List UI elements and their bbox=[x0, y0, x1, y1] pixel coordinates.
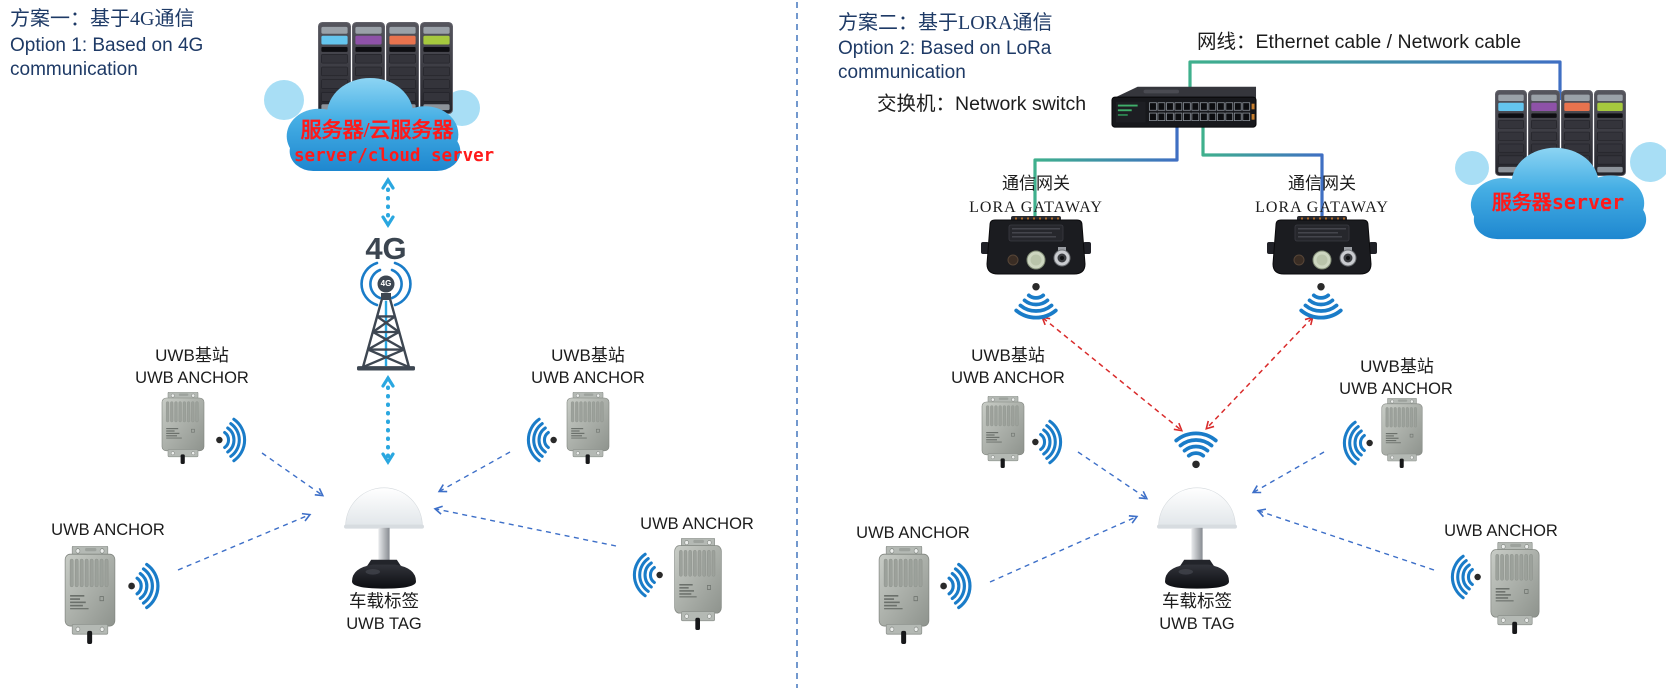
gateway-right-label-en: LORA GATAWAY bbox=[1255, 199, 1389, 216]
signal-waves-icon bbox=[1450, 554, 1483, 600]
lora-link-arrow-left bbox=[1040, 316, 1184, 432]
ranging-arrow-o2-bl bbox=[989, 514, 1139, 583]
anchor-o2-tr-label-en: UWB ANCHOR bbox=[1339, 380, 1453, 398]
anchor-o1-br-label-en: UWB ANCHOR bbox=[640, 515, 754, 533]
gateway-right-label-zh: 通信网关 bbox=[1288, 174, 1356, 193]
ranging-arrow-o2-tr bbox=[1251, 451, 1325, 494]
signal-waves-icon bbox=[126, 562, 160, 610]
gateway-left-label-zh: 通信网关 bbox=[1002, 174, 1070, 193]
uwb-anchor-device-o1-tl bbox=[161, 392, 205, 464]
ranging-arrow-o2-br bbox=[1256, 508, 1435, 571]
ranging-arrow-o1-tr bbox=[437, 451, 511, 493]
ethernet-cable-label-en: Ethernet cable / Network cable bbox=[1255, 31, 1522, 53]
network-switch-label-en: Network switch bbox=[955, 93, 1087, 115]
uwb-anchor-device-o2-tl bbox=[981, 396, 1025, 468]
signal-waves-icon bbox=[526, 417, 559, 463]
anchor-o2-br-label-en: UWB ANCHOR bbox=[1444, 522, 1558, 540]
4g-label: 4G bbox=[365, 231, 407, 266]
cloud-server-label-en: server/cloud server bbox=[294, 146, 495, 166]
option1-title-zh: 方案一：基于4G通信 bbox=[10, 8, 195, 30]
wifi-icon-tag bbox=[1174, 431, 1218, 469]
lora-gateway-device-right bbox=[1267, 216, 1377, 275]
option2-title-en-line1: Option 2: Based on LoRa bbox=[838, 38, 1052, 59]
uwb-anchor-device-o1-br bbox=[674, 538, 722, 630]
uwb-tag-device-o2 bbox=[1156, 487, 1238, 589]
4g-tower-icon bbox=[355, 293, 417, 371]
option2-title-en-line2: communication bbox=[838, 62, 966, 83]
uwb-anchor-device-o1-bl bbox=[64, 546, 116, 644]
anchor-o1-bl-label-en: UWB ANCHOR bbox=[51, 521, 165, 539]
ethernet-cables bbox=[1033, 60, 1562, 222]
tag-o1-label-en: UWB TAG bbox=[346, 615, 422, 633]
uwb-anchor-device-o2-bl bbox=[878, 546, 930, 644]
4g-antenna-icon bbox=[360, 261, 412, 307]
server-cloud-icon bbox=[1455, 90, 1666, 240]
ranging-arrow-o1-br bbox=[433, 505, 617, 547]
network-switch-label-zh: 交换机： bbox=[877, 94, 956, 115]
uwb-anchor-device-o1-tr bbox=[566, 392, 610, 464]
cloud-server-label-zh: 服务器/云服务器 bbox=[300, 118, 454, 142]
signal-waves-icon bbox=[214, 417, 247, 463]
signal-waves-icon bbox=[632, 552, 665, 598]
gateway-left-label-en: LORA GATAWAY bbox=[969, 199, 1103, 216]
wifi-icon-left-gateway bbox=[1014, 282, 1058, 320]
wifi-icon-right-gateway bbox=[1299, 282, 1343, 320]
cable-switch-to-right-gateway bbox=[1201, 126, 1324, 222]
4g-badge-text: 4G bbox=[380, 279, 392, 288]
signal-waves-icon bbox=[938, 562, 972, 610]
lora-gateway-device-left bbox=[981, 216, 1091, 275]
uwb-anchor-device-o2-tr bbox=[1381, 398, 1423, 468]
anchor-o2-bl-label-en: UWB ANCHOR bbox=[856, 524, 970, 542]
server-rack bbox=[420, 22, 453, 114]
anchor-o1-tr-label-en: UWB ANCHOR bbox=[531, 369, 645, 387]
uwb-tag-device-o1 bbox=[343, 487, 425, 589]
cable-switch-to-server bbox=[1188, 60, 1562, 100]
cloud-server-icon bbox=[264, 22, 480, 172]
anchor-o1-tl-label-zh: UWB基站 bbox=[155, 346, 229, 365]
anchor-o1-tr-label-zh: UWB基站 bbox=[551, 346, 625, 365]
server-rack bbox=[1594, 90, 1626, 176]
ranging-arrow-o1-tl bbox=[261, 452, 325, 497]
ranging-arrow-o1-bl bbox=[177, 512, 312, 571]
tag-o1-label-zh: 车载标签 bbox=[349, 591, 419, 611]
4g-badge-circle bbox=[377, 275, 395, 293]
anchor-o2-tl-label-en: UWB ANCHOR bbox=[951, 369, 1065, 387]
option1-title-en-line2: communication bbox=[10, 59, 138, 80]
signal-waves-icon bbox=[1342, 420, 1375, 466]
cable-switch-to-left-gateway bbox=[1033, 126, 1179, 222]
network-switch-label: 交换机：Network switch bbox=[877, 93, 1086, 116]
tag-o2-label-zh: 车载标签 bbox=[1162, 591, 1232, 611]
ethernet-cable-label-zh: 网线： bbox=[1197, 32, 1256, 53]
option1-title-en-line1: Option 1: Based on 4G bbox=[10, 35, 204, 56]
network-switch-device bbox=[1111, 86, 1257, 128]
lora-link-arrow-right bbox=[1205, 316, 1314, 430]
ethernet-cable-label: 网线：Ethernet cable / Network cable bbox=[1197, 31, 1521, 54]
ranging-arrow-o2-tl bbox=[1077, 451, 1149, 500]
anchor-o1-tl-label-en: UWB ANCHOR bbox=[135, 369, 249, 387]
anchor-o2-tr-label-zh: UWB基站 bbox=[1360, 357, 1434, 376]
tag-o2-label-en: UWB TAG bbox=[1159, 615, 1235, 633]
anchor-o2-tl-label-zh: UWB基站 bbox=[971, 346, 1045, 365]
uwb-anchor-device-o2-br bbox=[1490, 542, 1540, 634]
signal-waves-icon bbox=[1030, 419, 1063, 465]
option2-title-zh: 方案二：基于LORA通信 bbox=[838, 12, 1053, 34]
server-cloud-label: 服务器server bbox=[1491, 190, 1625, 214]
